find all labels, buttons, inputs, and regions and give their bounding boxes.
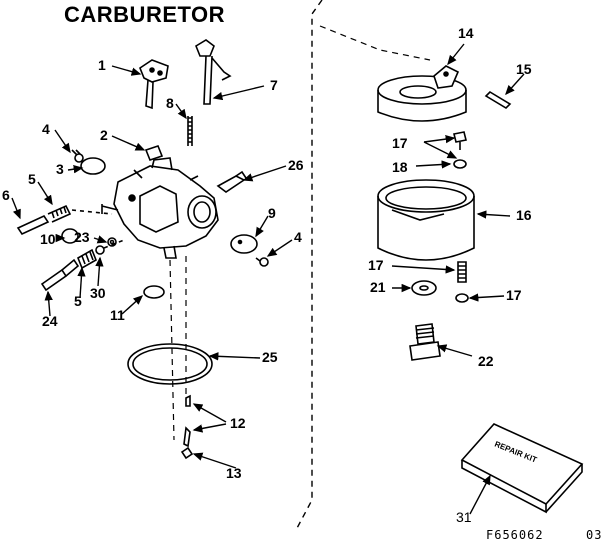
callout-30: 30 <box>90 285 106 301</box>
float-part <box>377 65 467 122</box>
callout-5-lower: 5 <box>74 293 82 309</box>
callout-2: 2 <box>100 127 108 143</box>
callout-3: 3 <box>56 161 64 177</box>
callout-31: 31 <box>456 509 472 525</box>
callout-16: 16 <box>516 207 532 223</box>
diagram-title: CARBURETOR <box>64 2 226 27</box>
choke-plate-part <box>230 234 258 254</box>
welch-plug-part <box>143 285 165 299</box>
callout-24: 24 <box>42 313 58 329</box>
callout-4-lower: 4 <box>294 229 302 245</box>
section-divider <box>295 0 323 531</box>
bowl-washer-part <box>411 280 437 296</box>
callout-22: 22 <box>478 353 494 369</box>
callout-15: 15 <box>516 61 532 77</box>
drawing-code: F656062 <box>486 528 544 542</box>
jet-fitting-part <box>216 170 247 193</box>
callout-26: 26 <box>288 157 304 173</box>
callout-11: 11 <box>110 307 125 323</box>
hinge-pin-part <box>484 90 512 110</box>
callout-1: 1 <box>98 57 106 73</box>
callout-17-lower: 17 <box>506 287 522 303</box>
callout-4-upper: 4 <box>42 121 50 137</box>
idle-screw-part <box>16 204 72 236</box>
callout-6: 6 <box>2 187 10 203</box>
callout-23: 23 <box>74 229 90 245</box>
callout-7: 7 <box>270 77 278 93</box>
page-code: 03 <box>586 528 603 542</box>
float-bowl-part <box>377 179 475 261</box>
callout-13: 13 <box>226 465 242 481</box>
callout-18: 18 <box>392 159 408 175</box>
callout-17-upper: 17 <box>392 135 408 151</box>
callout-5-upper: 5 <box>28 171 36 187</box>
callout-21: 21 <box>370 279 386 295</box>
callout-8: 8 <box>166 95 174 111</box>
bowl-nut-part <box>409 323 441 361</box>
throttle-plate-part <box>80 157 106 175</box>
repair-kit-part <box>460 423 584 514</box>
throttle-lever-part <box>139 59 169 110</box>
callout-12: 12 <box>230 415 246 431</box>
callout-9: 9 <box>268 205 276 221</box>
carburetor-body-part <box>101 157 219 259</box>
callout-10: 10 <box>40 231 56 247</box>
mixture-screw-part <box>40 245 105 292</box>
bowl-gasket-part <box>127 343 213 385</box>
spring-part <box>187 116 193 146</box>
callout-14: 14 <box>458 25 474 41</box>
callout-17-mid: 17 <box>368 257 384 273</box>
callout-25: 25 <box>262 349 278 365</box>
choke-shaft-part <box>195 39 232 105</box>
